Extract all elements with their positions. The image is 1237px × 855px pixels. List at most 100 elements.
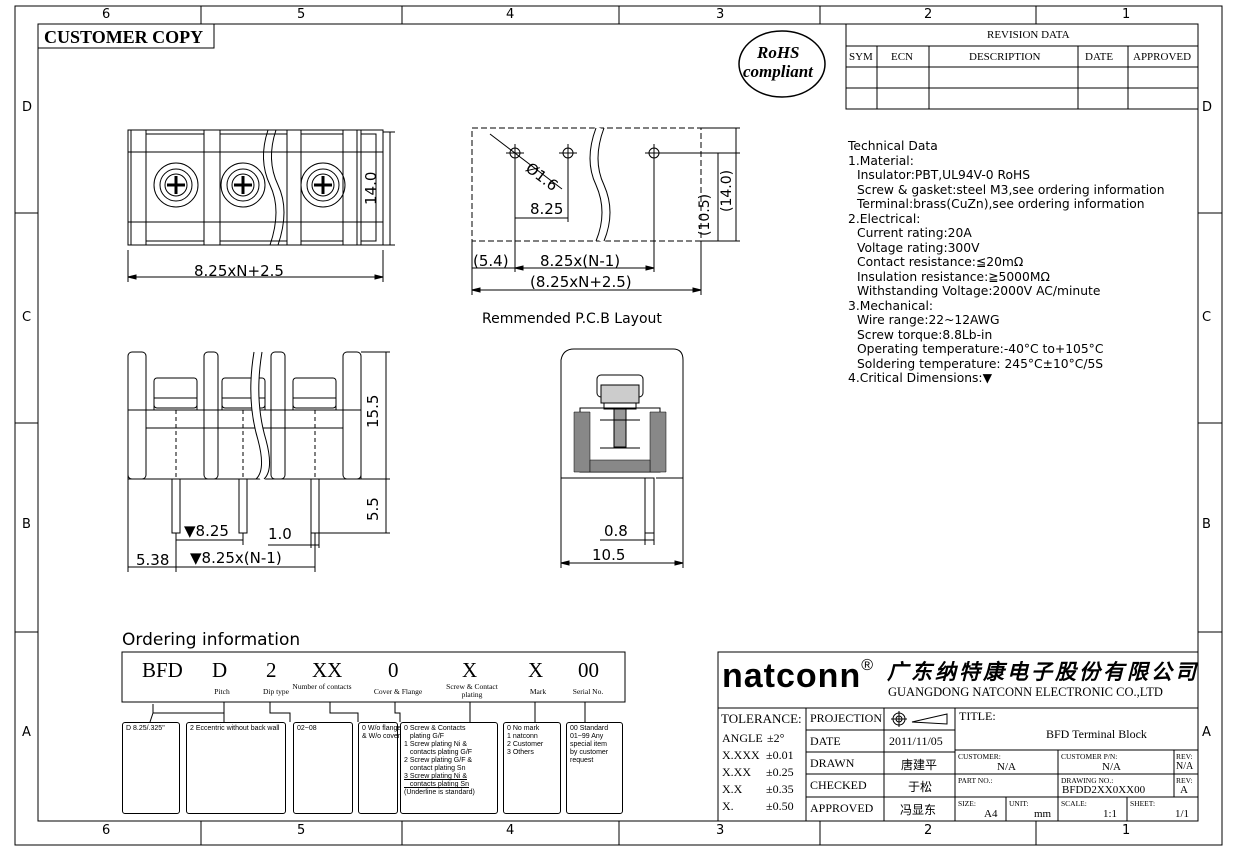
checked-value: 于松 xyxy=(908,780,933,794)
row-label: C xyxy=(1202,310,1212,325)
front-view xyxy=(127,351,390,572)
tech-line: Technical Data xyxy=(848,139,938,153)
row-label: B xyxy=(22,517,31,532)
order-option-line: plating G/F xyxy=(404,733,445,740)
tech-line: 3.Mechanical: xyxy=(848,298,934,313)
order-option-line: 02~08 xyxy=(297,725,317,732)
row-label: A xyxy=(22,725,31,740)
row-label: C xyxy=(22,310,32,325)
projection-label: PROJECTION xyxy=(810,711,883,725)
col-label: 1 xyxy=(1122,823,1131,838)
revision-header: DESCRIPTION xyxy=(969,51,1041,63)
dim-top-width: 8.25xN+2.5 xyxy=(194,262,284,280)
order-option-box: 2 Eccentric without back wall xyxy=(186,722,286,814)
row-label: D xyxy=(22,100,33,115)
tolerance-value: ±0.50 xyxy=(766,799,794,813)
scale-label: SCALE: xyxy=(1061,799,1087,808)
col-label: 5 xyxy=(297,823,306,838)
drawing-no-label: DRAWING NO.: xyxy=(1061,776,1114,785)
row-label: B xyxy=(1202,517,1211,532)
tolerance-value: ±0.25 xyxy=(766,765,794,779)
row-label: D xyxy=(1202,100,1213,115)
order-option-line: contacts plating G/F xyxy=(404,749,473,756)
order-code: X xyxy=(462,658,478,682)
row-label: A xyxy=(1202,725,1211,740)
scale-value: 1:1 xyxy=(1103,808,1118,820)
order-code: D xyxy=(212,658,228,682)
tech-line: Withstanding Voltage:2000V AC/minute xyxy=(857,284,1101,298)
dim-side-width: 10.5 xyxy=(592,546,626,564)
order-option-line: 1 natconn xyxy=(507,733,538,740)
order-code-label: Dip type xyxy=(262,687,290,696)
order-code: X xyxy=(528,658,544,682)
rev-value: N/A xyxy=(1176,761,1194,772)
pcb-layout xyxy=(471,126,740,295)
order-code-label: Screw & Contact plating xyxy=(446,682,498,699)
order-option-line: 01~99 Any xyxy=(570,733,604,740)
order-option-line: 2 Eccentric without back wall xyxy=(190,725,280,732)
order-option-line: 0 Screw & Contacts xyxy=(404,725,466,732)
unit-label: UNIT: xyxy=(1009,799,1029,808)
drawing-title: BFD Terminal Block xyxy=(1046,727,1147,741)
order-option-box: 02~08 xyxy=(293,722,353,814)
company-name-cn: 广东纳特康电子股份有限公司 xyxy=(887,660,1199,684)
revision-title: REVISION DATA xyxy=(987,29,1070,41)
tech-line: Terminal:brass(CuZn),see ordering inform… xyxy=(857,197,1145,211)
ordering-frames xyxy=(121,651,626,723)
unit-value: mm xyxy=(1034,808,1052,820)
col-label: 6 xyxy=(102,7,111,22)
date-value: 2011/11/05 xyxy=(889,734,943,748)
tolerance-key: X.XXX xyxy=(722,748,760,762)
rev-label: REV: xyxy=(1176,776,1193,785)
dim-pcb-span: 8.25x(N-1) xyxy=(540,252,621,270)
order-code: 0 xyxy=(388,658,399,682)
tech-line: Screw torque:8.8Lb-in xyxy=(857,327,993,342)
revision-header: ECN xyxy=(891,51,913,63)
order-option-line: D 8.25/.325" xyxy=(126,725,165,732)
order-code-label: Mark xyxy=(529,687,547,696)
dim-side-pin: 0.8 xyxy=(604,522,628,540)
order-code-label: Number of contacts xyxy=(292,682,352,691)
date-label: DATE xyxy=(810,734,841,748)
col-label: 3 xyxy=(716,823,725,838)
col-label: 4 xyxy=(506,7,515,22)
part-no-label: PART NO.: xyxy=(958,776,993,785)
dim-front-pin: 1.0 xyxy=(268,525,292,543)
order-option-line: 2 Screw plating G/F & xyxy=(404,757,473,764)
customer-value: N/A xyxy=(997,761,1016,773)
tolerance-key: X.XX xyxy=(722,765,751,779)
ordering-title: Ordering information xyxy=(122,630,301,650)
dim-top-height: 14.0 xyxy=(362,171,380,205)
order-option-line: contacts plating Sn xyxy=(404,781,469,788)
tech-line: Operating temperature:-40°C to+105°C xyxy=(857,342,1104,356)
tolerance-value: ±2° xyxy=(767,731,785,745)
order-option-line: request xyxy=(570,757,594,764)
tech-line: Insulator:PBT,UL94V-0 RoHS xyxy=(857,168,1031,182)
order-option-box: 0 W/o flange& W/o cover xyxy=(358,722,402,814)
order-option-line: 0 No mark xyxy=(507,725,540,732)
revision-header: DATE xyxy=(1085,51,1114,63)
col-label: 5 xyxy=(297,7,306,22)
order-option-line: (Underline is standard) xyxy=(404,789,475,796)
tech-line: 4.Critical Dimensions:▼ xyxy=(848,371,993,385)
order-option-line: 0 W/o flange xyxy=(362,725,402,732)
rohs-label: RoHS xyxy=(757,43,800,62)
order-option-line: by customer xyxy=(570,749,609,756)
order-code: 00 xyxy=(578,658,599,682)
customer-pn-value: N/A xyxy=(1102,761,1121,773)
tech-line: Screw & gasket:steel M3,see ordering inf… xyxy=(857,182,1165,197)
order-option-line: 00 Standard xyxy=(570,725,609,732)
title-label: TITLE: xyxy=(959,709,996,723)
col-label: 2 xyxy=(924,823,933,838)
drawn-value: 唐建平 xyxy=(901,758,938,772)
tech-line: 1.Material: xyxy=(848,153,914,168)
pcb-layout-caption: Remmended P.C.B Layout xyxy=(482,311,662,327)
brand-logo: natconn® xyxy=(722,657,875,695)
tech-line: 2.Electrical: xyxy=(848,211,921,226)
dim-front-span: ▼8.25x(N-1) xyxy=(190,549,282,567)
sheet-value: 1/1 xyxy=(1175,808,1190,820)
revision-header: APPROVED xyxy=(1133,51,1192,63)
